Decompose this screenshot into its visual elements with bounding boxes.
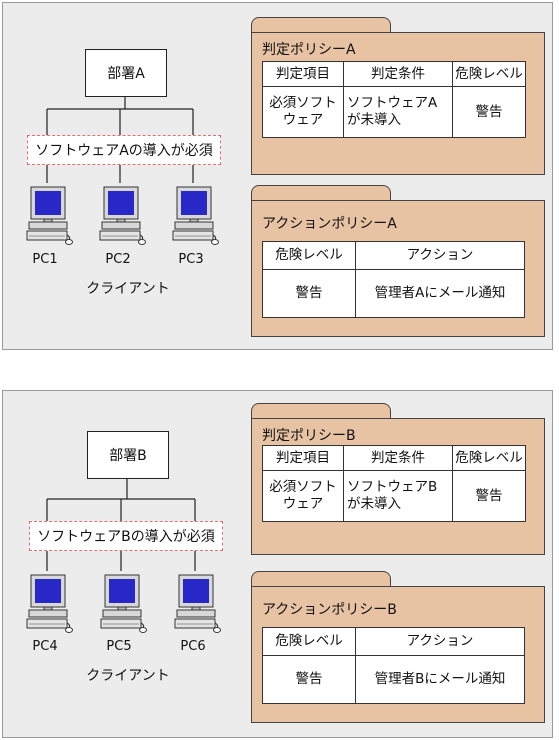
folder-body: アクションポリシーA 危険レベル アクション 警告 管理者Aにメール通知 — [251, 200, 545, 337]
org-tree-lines — [46, 477, 196, 571]
action-policy-title: アクションポリシーB — [262, 602, 397, 618]
scenario-panel-b: 部署B ソフトウェアBの導入が必須 PC4 PC5 PC6 クライアント — [2, 390, 553, 738]
pc-icon — [99, 186, 146, 245]
pc-icon — [174, 574, 221, 633]
data-cell: ソフトウェアAが未導入 — [343, 86, 453, 138]
pc-icon — [26, 574, 73, 633]
requirement-label: ソフトウェアAの導入が必須 — [27, 135, 221, 165]
header-cell: 危険レベル — [262, 627, 356, 656]
pc-icon — [172, 186, 219, 245]
header-cell: 判定項目 — [262, 445, 344, 471]
clients-label: クライアント — [86, 668, 170, 684]
header-cell: 判定条件 — [343, 61, 453, 87]
pc-label: PC6 — [180, 639, 206, 654]
scenario-panel-a: 部署A ソフトウェアAの導入が必須 PC1 PC2 PC3 クライアント — [2, 2, 553, 350]
header-cell: 判定項目 — [262, 61, 344, 87]
judgment-policy-folder: 判定ポリシーA 判定項目 判定条件 危険レベル 必須ソフトウェア ソフトウェアA… — [251, 17, 545, 175]
data-cell: ソフトウェアBが未導入 — [343, 470, 453, 522]
data-cell: 管理者Aにメール通知 — [355, 269, 525, 318]
folder-tab — [251, 17, 391, 33]
header-cell: アクション — [355, 241, 525, 270]
folder-body: 判定ポリシーB 判定項目 判定条件 危険レベル 必須ソフトウェア ソフトウェアB… — [251, 418, 545, 555]
pc-label: PC5 — [106, 639, 132, 654]
data-cell: 管理者Bにメール通知 — [355, 655, 525, 704]
header-cell: 危険レベル — [452, 61, 526, 87]
folder-tab — [251, 571, 391, 587]
data-cell: 警告 — [262, 655, 356, 704]
pc-label: PC3 — [178, 252, 204, 267]
data-cell: 警告 — [452, 86, 526, 138]
pc-label: PC1 — [32, 252, 58, 267]
org-tree-lines — [46, 97, 194, 183]
action-policy-title: アクションポリシーA — [262, 216, 397, 232]
header-cell: 危険レベル — [452, 445, 526, 471]
department-box: 部署B — [87, 431, 169, 479]
department-box: 部署A — [85, 49, 167, 97]
requirement-label: ソフトウェアBの導入が必須 — [29, 521, 223, 551]
header-cell: アクション — [355, 627, 525, 656]
pc-label: PC4 — [32, 639, 58, 654]
judgment-policy-folder: 判定ポリシーB 判定項目 判定条件 危険レベル 必須ソフトウェア ソフトウェアB… — [251, 403, 545, 555]
data-cell: 必須ソフトウェア — [262, 86, 344, 138]
folder-tab — [251, 403, 391, 419]
folder-body: 判定ポリシーA 判定項目 判定条件 危険レベル 必須ソフトウェア ソフトウェアA… — [251, 32, 545, 175]
folder-body: アクションポリシーB 危険レベル アクション 警告 管理者Bにメール通知 — [251, 586, 545, 723]
action-policy-table: 危険レベル アクション 警告 管理者Bにメール通知 — [262, 627, 525, 704]
judgment-policy-title: 判定ポリシーA — [262, 42, 356, 58]
folder-tab — [251, 185, 391, 201]
pc-icon — [26, 186, 73, 245]
header-cell: 判定条件 — [343, 445, 453, 471]
header-cell: 危険レベル — [262, 241, 356, 270]
clients-label: クライアント — [86, 281, 170, 297]
data-cell: 警告 — [262, 269, 356, 318]
action-policy-folder: アクションポリシーA 危険レベル アクション 警告 管理者Aにメール通知 — [251, 185, 545, 337]
data-cell: 必須ソフトウェア — [262, 470, 344, 522]
data-cell: 警告 — [452, 470, 526, 522]
judgment-policy-title: 判定ポリシーB — [262, 428, 356, 444]
pc-icon — [100, 574, 147, 633]
judgment-policy-table: 判定項目 判定条件 危険レベル 必須ソフトウェア ソフトウェアAが未導入 警告 — [262, 61, 526, 138]
judgment-policy-table: 判定項目 判定条件 危険レベル 必須ソフトウェア ソフトウェアBが未導入 警告 — [262, 445, 526, 522]
action-policy-folder: アクションポリシーB 危険レベル アクション 警告 管理者Bにメール通知 — [251, 571, 545, 723]
pc-label: PC2 — [105, 252, 131, 267]
action-policy-table: 危険レベル アクション 警告 管理者Aにメール通知 — [262, 241, 525, 318]
